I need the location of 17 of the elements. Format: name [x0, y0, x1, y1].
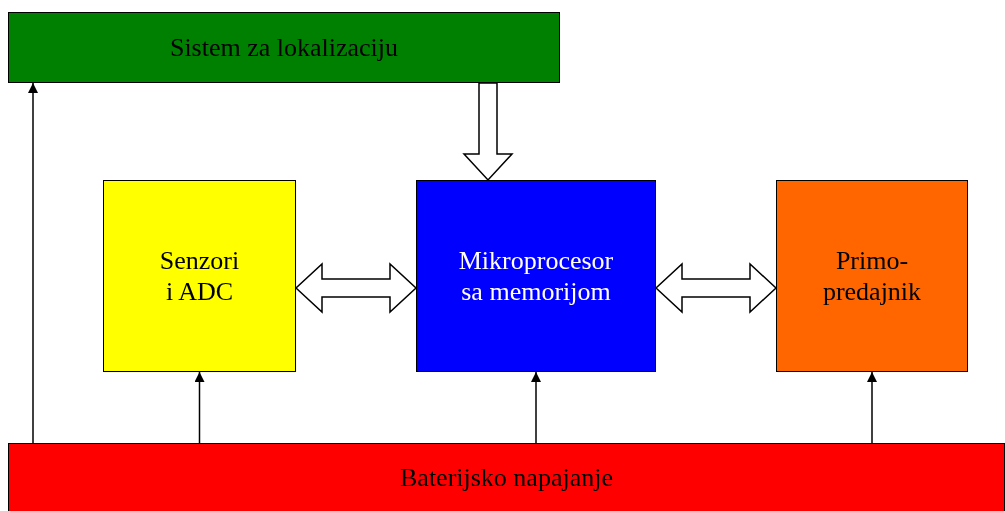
box-label: Primo-predajnik: [821, 244, 923, 308]
arrow: [194, 371, 205, 444]
processor-box: [416, 180, 656, 372]
box-label: Sistem za lokalizaciju: [169, 31, 399, 64]
hollow-arrow: [294, 262, 418, 314]
hollow-arrow: [462, 82, 514, 182]
box-label: Mikroprocesor sa memorijom: [457, 244, 615, 308]
sensor-box: [103, 180, 296, 372]
hollow-arrow: [654, 262, 778, 314]
arrow: [867, 371, 877, 444]
location-system-box: [8, 12, 560, 83]
transceiver-box: [776, 180, 968, 372]
box-label: Senzori i ADC: [158, 244, 241, 308]
arrow: [28, 82, 38, 444]
arrow: [531, 371, 541, 444]
power-supply-box: [8, 443, 1005, 511]
box-label: Baterijsko napajanje: [400, 461, 613, 494]
